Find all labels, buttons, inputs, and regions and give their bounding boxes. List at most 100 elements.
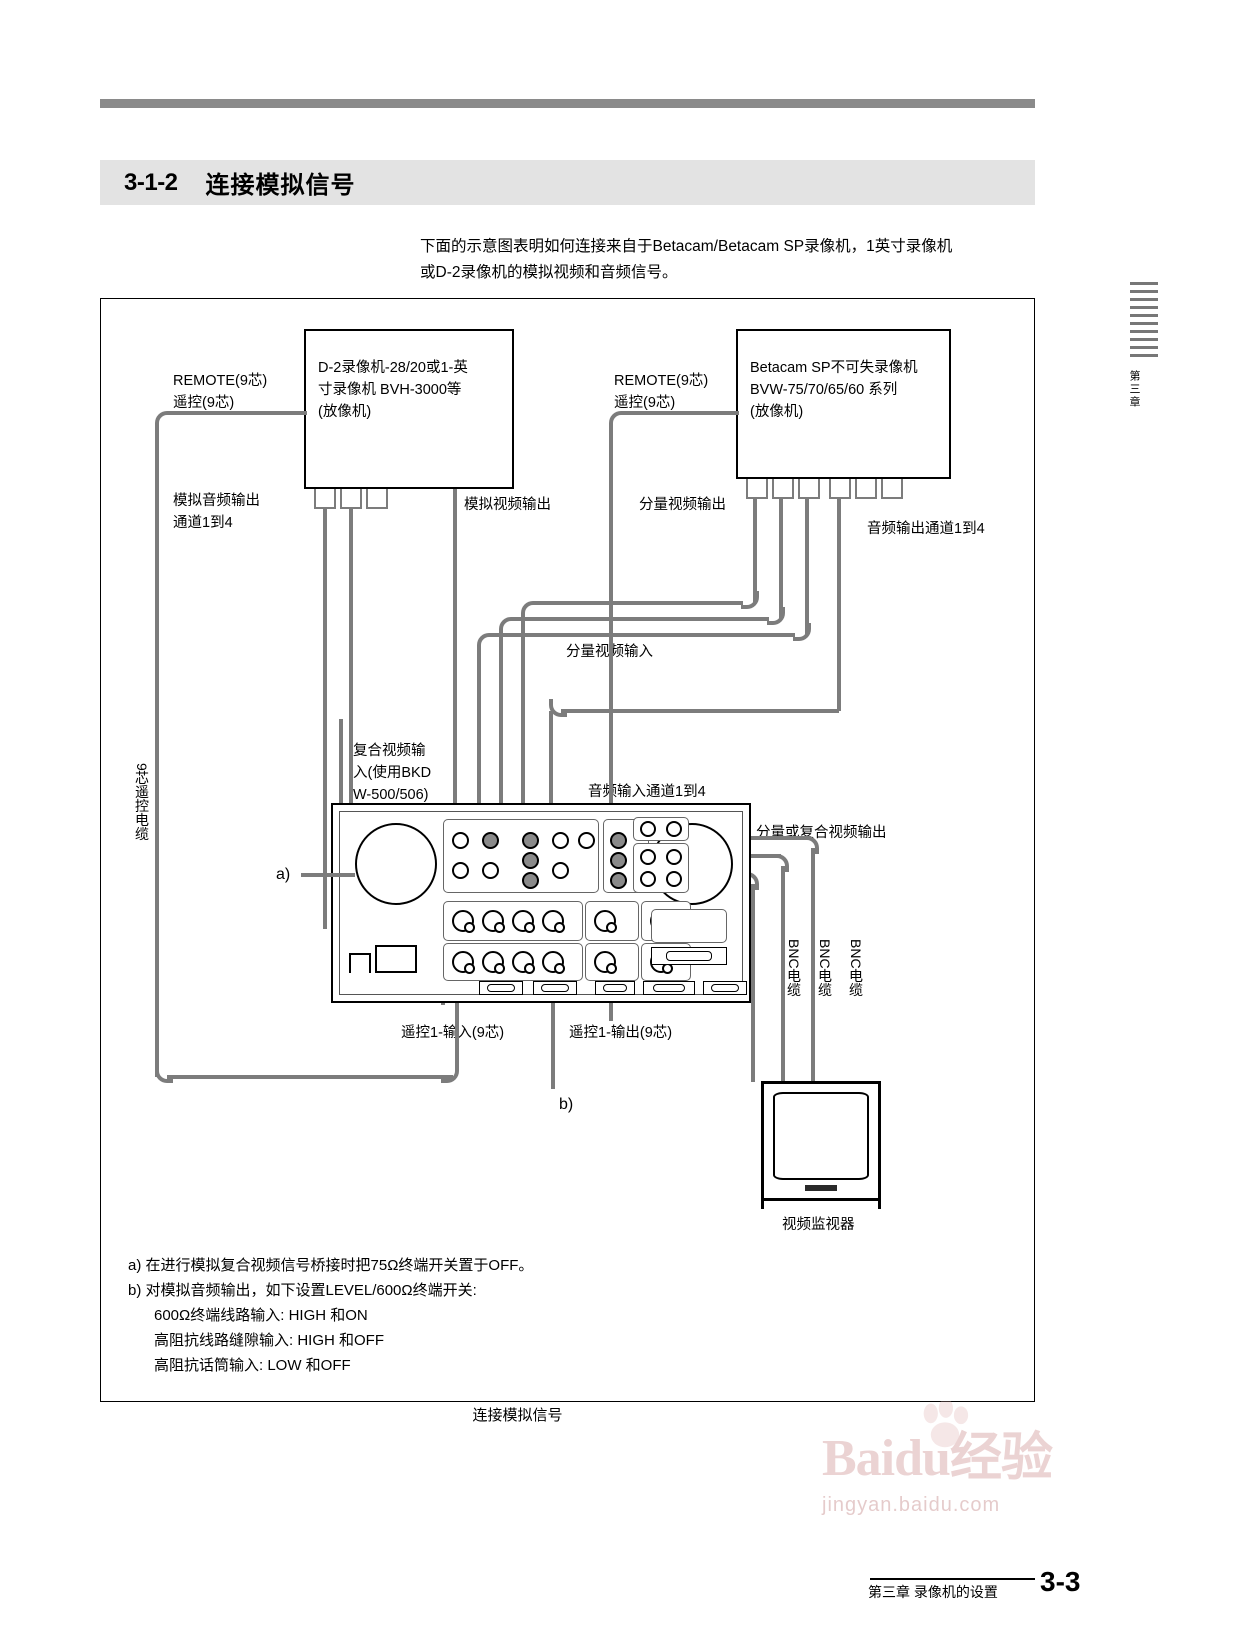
header-rule [100, 99, 1035, 108]
intro-line-2: 或D-2录像机的模拟视频和音频信号。 [420, 264, 678, 281]
label-9pin-remote-cable: 9芯遥控电缆 [134, 763, 150, 841]
wire-remote-right-h [621, 411, 739, 415]
xlr-panel-row2-a [443, 943, 583, 981]
bnc-video-4[interactable] [482, 862, 499, 879]
wire-bnc-2-v [781, 866, 785, 1082]
bnc-video-2[interactable] [482, 832, 499, 849]
bnc-video-6[interactable] [522, 852, 539, 869]
device-left-line-2: 寸录像机 BVH-3000等 [318, 382, 462, 398]
wire-corner-comp-2 [767, 607, 785, 625]
wire-audio-out-right-v2 [549, 711, 553, 829]
wire-corner-comp-1 [741, 591, 759, 609]
bnc-ref-6[interactable] [666, 871, 682, 887]
bnc-audio-in-1[interactable] [610, 832, 627, 849]
wire-comp-out-2-v2 [499, 629, 503, 853]
label-bnc-cable-3: BNC电缆 [848, 939, 864, 997]
bnc-audio-in-2[interactable] [610, 852, 627, 869]
bnc-panel-ref-bottom [633, 843, 689, 893]
bnc-video-8[interactable] [552, 832, 569, 849]
wire-corner-remote-right [609, 411, 627, 429]
dsub-remote1-out[interactable] [533, 981, 577, 995]
wire-corner-comp-3b [477, 633, 495, 651]
wire-comp-out-1-v [753, 499, 757, 603]
device-left-connector-feet [314, 489, 392, 509]
dsub-remote1-in[interactable] [479, 981, 523, 995]
wire-corner-remote-in [441, 999, 459, 1083]
wire-audio-out-left-1 [323, 509, 327, 929]
card-slot [651, 909, 727, 943]
wire-comp-out-2-v [779, 499, 783, 619]
xlr-out-1[interactable] [452, 951, 475, 974]
chapter-tab-marks [1130, 282, 1158, 357]
watermark: Baidu经验 jingyan.baidu.com [822, 1401, 1122, 1525]
bnc-ref-3[interactable] [640, 849, 656, 865]
wire-callout-a [301, 873, 355, 877]
label-remote-left-line2: 遥控(9芯) [173, 395, 235, 411]
device-left-line-1: D-2录像机-28/20或1-英 [318, 360, 468, 376]
bnc-video-10[interactable] [578, 832, 595, 849]
bnc-video-5[interactable] [522, 832, 539, 849]
connection-diagram: D-2录像机-28/20或1-英 寸录像机 BVH-3000等 (放像机) Be… [100, 298, 1035, 1402]
footer-rule [870, 1578, 1035, 1580]
video-monitor [761, 1081, 881, 1201]
bnc-ref-4[interactable] [666, 849, 682, 865]
xlr-in-2[interactable] [482, 910, 505, 933]
device-box-d2-vtr: D-2录像机-28/20或1-英 寸录像机 BVH-3000等 (放像机) [304, 329, 514, 489]
wire-corner-comp-1b [521, 601, 539, 619]
wire-remote-left-h [167, 411, 307, 415]
device-right-line-3: (放像机) [750, 404, 804, 420]
device-right-connector-feet-right [829, 479, 907, 499]
bnc-video-9[interactable] [552, 862, 569, 879]
section-title: 连接模拟信号 [205, 172, 356, 199]
label-component-or-composite-out: 分量或复合视频输出 [756, 825, 887, 841]
device-right-line-1: Betacam SP不可失录像机 [750, 360, 918, 376]
wire-audio-out-right-h [561, 709, 839, 713]
xlr-in-3[interactable] [512, 910, 535, 933]
dsub-aux-3[interactable] [703, 981, 747, 995]
xlr-in-5[interactable] [594, 910, 617, 933]
label-remote-right-line2: 遥控(9芯) [614, 395, 676, 411]
bnc-video-7[interactable] [522, 872, 539, 889]
dsub-card[interactable] [651, 947, 727, 965]
label-composite-video-in-1: 复合视频输 [353, 743, 426, 759]
watermark-main: Baidu经验 [822, 1430, 1053, 1487]
wire-comp-out-3-h [489, 633, 795, 637]
bnc-ref-1[interactable] [640, 821, 656, 837]
xlr-out-3[interactable] [512, 951, 535, 974]
wire-corner-remote-left-bottom [155, 1065, 173, 1083]
xlr-out-2[interactable] [482, 951, 505, 974]
xlr-in-1[interactable] [452, 910, 475, 933]
bnc-ref-5[interactable] [640, 871, 656, 887]
label-composite-video-in-3: W-500/506) [353, 787, 429, 803]
xlr-in-4[interactable] [542, 910, 565, 933]
reel-left [355, 823, 437, 905]
wire-remote-right-v [609, 423, 613, 1021]
xlr-panel-row1-b [585, 901, 639, 941]
callout-b: b) [559, 1096, 574, 1113]
xlr-out-4[interactable] [542, 951, 565, 974]
dsub-aux-1[interactable] [595, 981, 635, 995]
wire-corner-bnc-1 [801, 836, 819, 854]
device-right-line-2: BVW-75/70/65/60 系列 [750, 382, 898, 398]
label-bnc-cable-2: BNC电缆 [817, 939, 833, 997]
figure-caption: 连接模拟信号 [472, 1407, 563, 1424]
bnc-ref-2[interactable] [666, 821, 682, 837]
label-remote1-in: 遥控1-输入(9芯) [401, 1025, 505, 1041]
wire-corner-comp-3 [793, 623, 811, 641]
bnc-audio-in-3[interactable] [610, 872, 627, 889]
label-remote-left-line1: REMOTE(9芯) [173, 373, 268, 389]
xlr-panel-row1-a [443, 901, 583, 941]
bnc-video-1[interactable] [452, 832, 469, 849]
label-analog-audio-out-2: 通道1到4 [173, 515, 233, 531]
note-a: a) 在进行模拟复合视频信号桥接时把75Ω终端开关置于OFF。 [128, 1257, 534, 1274]
wire-corner-audio-right [549, 699, 567, 717]
bnc-video-3[interactable] [452, 862, 469, 879]
intro-line-1: 下面的示意图表明如何连接来自于Betacam/Betacam SP录像机，1英寸… [420, 238, 953, 255]
watermark-sub: jingyan.baidu.com [822, 1494, 1001, 1516]
bnc-panel-video [443, 819, 599, 893]
dsub-aux-2[interactable] [643, 981, 695, 995]
xlr-out-5[interactable] [594, 951, 617, 974]
wire-corner-comp-2b [499, 617, 517, 635]
wire-bnc-3-v [751, 884, 755, 1082]
